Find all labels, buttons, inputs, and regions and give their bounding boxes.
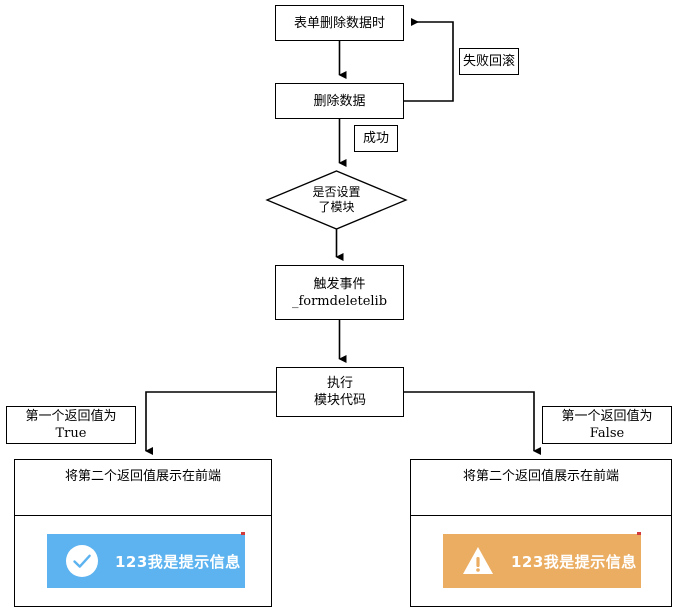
label-success[interactable]: 成功 [354, 125, 398, 152]
toast-success[interactable]: 123我是提示信息 [47, 532, 245, 588]
label-first-return-false[interactable]: 第一个返回值为 False [542, 406, 672, 444]
label-first-return-false-line-2: False [589, 426, 625, 441]
label-first-return-false-line-1: 第一个返回值为 [561, 409, 653, 424]
node-execute-module-code[interactable]: 执行 模块代码 [276, 367, 404, 417]
edge-exec-to-true-branch [145, 391, 276, 455]
edge-rollback-loop [404, 18, 454, 102]
label-failure-rollback-text: 失败回滚 [462, 54, 515, 69]
result-panel-success[interactable]: 将第二个返回值展示在前端 123我是提示信息 [14, 459, 272, 607]
node-decision-line-1: 是否设置 [312, 185, 361, 199]
result-panel-success-header: 将第二个返回值展示在前端 [15, 460, 271, 516]
warning-triangle-icon [461, 544, 495, 578]
node-trigger-event-line-2: _formdeletelib [291, 293, 388, 309]
node-decision-text: 是否设置 了模块 [267, 171, 406, 229]
result-panel-warning-header: 将第二个返回值展示在前端 [411, 460, 671, 516]
label-success-text: 成功 [362, 131, 389, 146]
toast-success-text: 123我是提示信息 [115, 552, 241, 571]
label-first-return-true-line-2: True [55, 426, 87, 441]
edge-exec-to-false-branch [404, 391, 541, 455]
label-failure-rollback[interactable]: 失败回滚 [459, 48, 519, 75]
node-decision-module-configured[interactable]: 是否设置 了模块 [267, 171, 406, 229]
label-first-return-true[interactable]: 第一个返回值为 True [6, 406, 136, 444]
node-delete-data-label: 删除数据 [313, 93, 366, 109]
result-panel-warning[interactable]: 将第二个返回值展示在前端 123我是提示信息 [410, 459, 672, 607]
label-first-return-true-line-1: 第一个返回值为 [25, 409, 117, 424]
result-panel-warning-body: 123我是提示信息 [411, 516, 671, 606]
result-panel-success-body: 123我是提示信息 [15, 516, 271, 606]
node-decision-line-2: 了模块 [318, 200, 355, 214]
node-execute-module-line-1: 执行 [326, 376, 353, 391]
toast-warning[interactable]: 123我是提示信息 [443, 532, 641, 588]
toast-success-corner-marker [241, 532, 245, 535]
node-form-delete-trigger[interactable]: 表单删除数据时 [275, 5, 404, 41]
check-circle-icon [65, 544, 99, 578]
node-form-delete-label: 表单删除数据时 [293, 15, 385, 31]
node-execute-module-line-2: 模块代码 [313, 393, 366, 408]
node-trigger-event-line-1: 触发事件 [313, 276, 366, 292]
node-delete-data[interactable]: 删除数据 [275, 83, 404, 119]
node-trigger-event[interactable]: 触发事件 _formdeletelib [275, 265, 404, 320]
toast-warning-text: 123我是提示信息 [511, 552, 637, 571]
toast-warning-corner-marker [637, 532, 641, 535]
